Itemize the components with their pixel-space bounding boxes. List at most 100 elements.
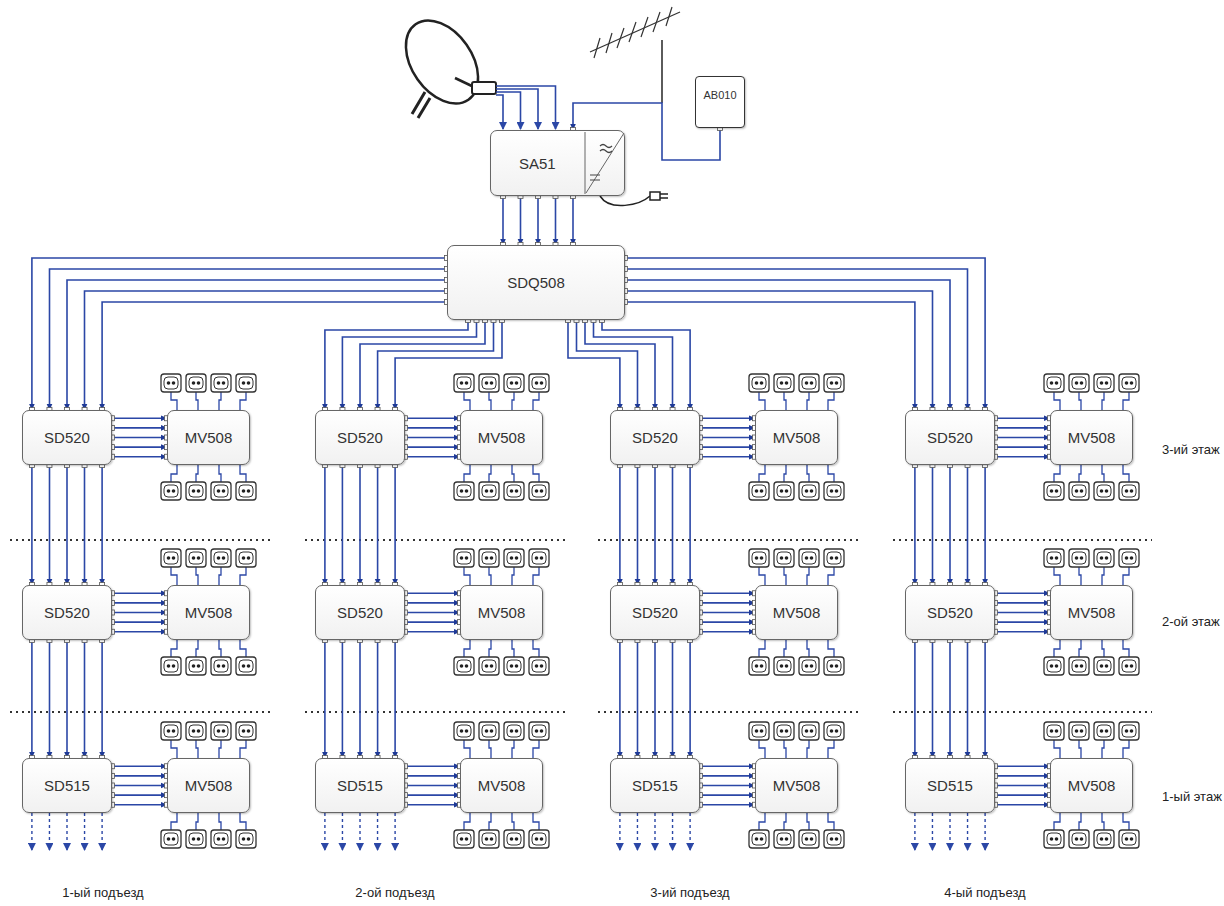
tv-socket [1047, 377, 1061, 389]
tv-socket [504, 482, 524, 500]
coax-cable [405, 804, 460, 806]
coax-cable [585, 320, 655, 410]
tv-socket [529, 830, 549, 848]
socket-cable [1079, 567, 1081, 585]
riser-continuation [359, 813, 360, 850]
device-name: MV508 [1068, 777, 1116, 794]
tv-socket [1069, 374, 1089, 392]
socket-pin [485, 664, 489, 668]
socket-cable [807, 567, 809, 585]
socket-pin [460, 381, 464, 385]
socket-pin [540, 729, 544, 733]
coax-cable [555, 196, 557, 245]
socket-pin [247, 489, 251, 493]
socket-pin [1125, 837, 1129, 841]
socket-pin [247, 729, 251, 733]
riser-continuation [984, 813, 985, 850]
socket-pin [1130, 381, 1134, 385]
tv-socket [1094, 722, 1114, 740]
socket-pin [460, 664, 464, 668]
coax-cable [359, 640, 361, 758]
tv-socket [504, 374, 524, 392]
socket-pin [1125, 556, 1129, 560]
tv-socket [749, 374, 769, 392]
socket-pin [535, 664, 539, 668]
tv-socket [1069, 549, 1089, 567]
tv-socket [482, 725, 496, 737]
tv-socket [1072, 377, 1086, 389]
multiswitch-box: MV508 [460, 585, 543, 640]
tv-socket [186, 549, 206, 567]
socket-cable [1123, 392, 1129, 410]
coax-cable [405, 631, 460, 633]
tv-socket [479, 657, 499, 675]
socket-cable [1054, 567, 1060, 585]
tv-socket [1119, 549, 1139, 567]
tv-socket [1044, 830, 1064, 848]
device-name: MV508 [773, 429, 821, 446]
coax-cable [700, 592, 755, 594]
socket-pin [780, 729, 784, 733]
coax-cable [995, 631, 1050, 633]
socket-pin [515, 489, 519, 493]
coax-cable [995, 592, 1050, 594]
tv-socket [161, 549, 181, 567]
tv-socket [211, 549, 231, 567]
tv-socket [1047, 660, 1061, 672]
socket-pin [172, 664, 176, 668]
socket-pin [835, 489, 839, 493]
device-name: SA51 [519, 155, 556, 172]
tv-socket [827, 377, 841, 389]
tv-socket [777, 485, 791, 497]
tv-socket [532, 660, 546, 672]
tap-box: SD520 [610, 410, 700, 465]
socket-cable [512, 567, 514, 585]
dc-symbol [590, 175, 600, 180]
coax-cable [32, 258, 447, 410]
tv-socket [802, 377, 816, 389]
tv-socket [189, 660, 203, 672]
tv-socket [1097, 485, 1111, 497]
tv-socket [211, 482, 231, 500]
socket-pin [1075, 664, 1079, 668]
tv-socket [236, 657, 256, 675]
socket-cable [196, 640, 198, 657]
socket-cable [1123, 465, 1129, 482]
socket-pin [805, 489, 809, 493]
multiswitch-box: MV508 [1050, 585, 1133, 640]
socket-cable [1102, 392, 1104, 410]
socket-pin [760, 556, 764, 560]
floor-label: 3-ий этаж [1160, 442, 1222, 457]
socket-pin [465, 489, 469, 493]
socket-cable [219, 813, 221, 830]
socket-cable [784, 813, 786, 830]
tv-socket [749, 657, 769, 675]
socket-pin [830, 664, 834, 668]
socket-pin [1050, 664, 1054, 668]
tv-socket [186, 657, 206, 675]
tv-socket [1069, 722, 1089, 740]
socket-pin [510, 556, 514, 560]
socket-cable [512, 392, 514, 410]
coax-cable [625, 302, 915, 410]
socket-cable [807, 740, 809, 758]
tv-socket [1069, 657, 1089, 675]
socket-pin [805, 664, 809, 668]
socket-cable [464, 813, 470, 830]
socket-pin [1105, 664, 1109, 668]
socket-pin [1050, 556, 1054, 560]
socket-pin [167, 556, 171, 560]
riser-continuation [66, 813, 67, 850]
socket-cable [512, 465, 514, 482]
tv-socket [1072, 833, 1086, 845]
socket-cable [489, 392, 491, 410]
tv-socket [239, 377, 253, 389]
coax-cable [67, 280, 447, 410]
socket-pin [1050, 837, 1054, 841]
socket-pin [1130, 489, 1134, 493]
tv-socket [774, 549, 794, 567]
socket-pin [835, 381, 839, 385]
tv-socket [1044, 549, 1064, 567]
socket-cable [807, 392, 809, 410]
lnb [472, 82, 496, 94]
